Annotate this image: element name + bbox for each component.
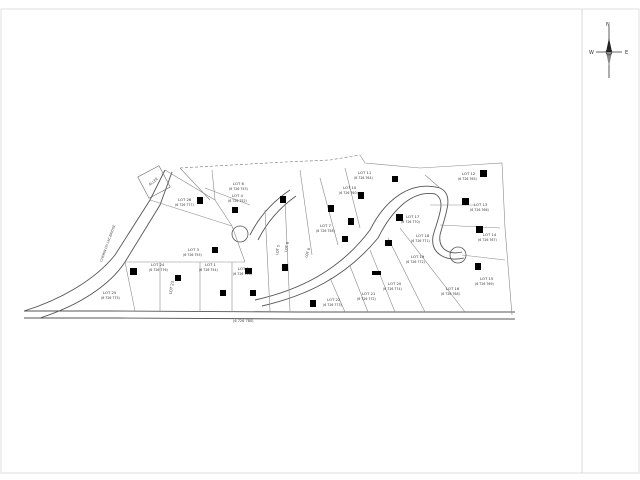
north-label: N	[606, 22, 610, 28]
lot-label-ref: (6 726 753)	[229, 187, 248, 191]
lot-label-name: LOT 4	[232, 193, 243, 198]
lot-label-ref: (6 726 768)	[441, 292, 460, 296]
lot-label-name: LOT 6	[233, 181, 244, 186]
lot-label-name: LOT 14	[483, 232, 497, 237]
east-label: E	[625, 50, 628, 56]
lot-label-ref: (6 726 755)	[183, 253, 202, 257]
internal-road-d	[257, 195, 297, 241]
north-arrow-icon	[596, 26, 622, 78]
lot-label-name: LOT 13	[474, 202, 488, 207]
drawing-frame	[0, 8, 640, 474]
lot-label-name: LOT 15	[480, 276, 494, 281]
internal-road-a	[254, 185, 463, 301]
lot-boundaries	[124, 167, 506, 313]
lot-label-ref: (6 726 771)	[411, 239, 430, 243]
lot-label-name: LOT 20	[388, 281, 402, 286]
lot-label-ref: (6 726 767)	[478, 238, 497, 242]
lot-label-ref: (6 726 775)	[101, 296, 120, 300]
lot-label-name: LOT 9	[304, 248, 311, 259]
lot-label-name: LOT 12	[462, 171, 476, 176]
lot-label-ref: (6 726 764)	[354, 176, 373, 180]
lot-label-name: LOT 21	[362, 291, 376, 296]
internal-road-b	[261, 193, 465, 307]
lot-label-ref: (6 726 758)	[316, 229, 335, 233]
cul-de-sac-right	[449, 246, 467, 264]
lot-label-name: LOT 7	[320, 223, 331, 228]
lot-label-ref: (6 726 769)	[475, 282, 494, 286]
lot-label-ref: (6 726 752)	[228, 199, 247, 203]
lot-labels: LOT 25 (6 726 775) LOT 24 (6 726 776) LO…	[101, 170, 497, 307]
lot-label-name: LOT 26	[178, 197, 192, 202]
west-label: W	[589, 50, 594, 56]
lot-label-ref: (6 726 772)	[406, 260, 425, 264]
lot-label-name: LOT 16	[446, 286, 460, 291]
street-ref-label: (6 726 780)	[233, 319, 254, 323]
main-road-edge-top	[24, 310, 515, 313]
cul-de-sac-left	[231, 225, 249, 243]
lot-label-name: LOT 18	[416, 233, 430, 238]
building-footprints	[130, 170, 487, 307]
lac-bridge-road-edge-a	[23, 169, 166, 312]
lot-label-name: LOT 25	[103, 290, 117, 295]
lot-label-ref: (6 726 772)	[357, 297, 376, 301]
lot-label-ref: (6 726 776)	[149, 268, 168, 272]
lot-label-name: LOT 22	[327, 297, 341, 302]
lot-label-name: LOT 8	[284, 242, 290, 253]
lot-label-name: LOT 24	[151, 262, 165, 267]
alley-label: ALLEE	[148, 177, 159, 187]
main-road-edge-bottom	[24, 317, 515, 320]
lot-label-ref: (6 726 756)	[233, 272, 252, 276]
lot-label-ref: (6 726 773)	[323, 303, 342, 307]
lot-label-name: LOT 10	[343, 185, 357, 190]
lot-label-name: LOT 5	[275, 245, 281, 256]
lot-label-ref: (6 726 766)	[470, 208, 489, 212]
lot-label-ref: (6 726 765)	[458, 177, 477, 181]
lot-label-name: LOT 17	[406, 214, 420, 219]
lot-label-ref: (6 726 754)	[199, 268, 218, 272]
lot-label-ref: (6 726 760)	[339, 191, 358, 195]
internal-road-c	[249, 189, 291, 236]
alley-parcel	[137, 165, 171, 199]
lot-label-ref: (6 726 777)	[175, 203, 194, 207]
lot-label-name: LOT 1	[205, 262, 216, 267]
upper-boundary-dashed	[179, 154, 361, 169]
lot-label-name: LOT 11	[358, 170, 372, 175]
lot-label-name: LOT 23	[168, 280, 175, 295]
lot-label-name: LOT 3	[188, 247, 199, 252]
lot-label-name: LOT 2	[238, 266, 249, 271]
lot-label-ref: (6 726 770)	[401, 220, 420, 224]
upper-boundary-b	[359, 154, 513, 316]
lot-label-ref: (6 726 774)	[383, 287, 402, 291]
lot-label-name: LOT 19	[411, 254, 425, 259]
